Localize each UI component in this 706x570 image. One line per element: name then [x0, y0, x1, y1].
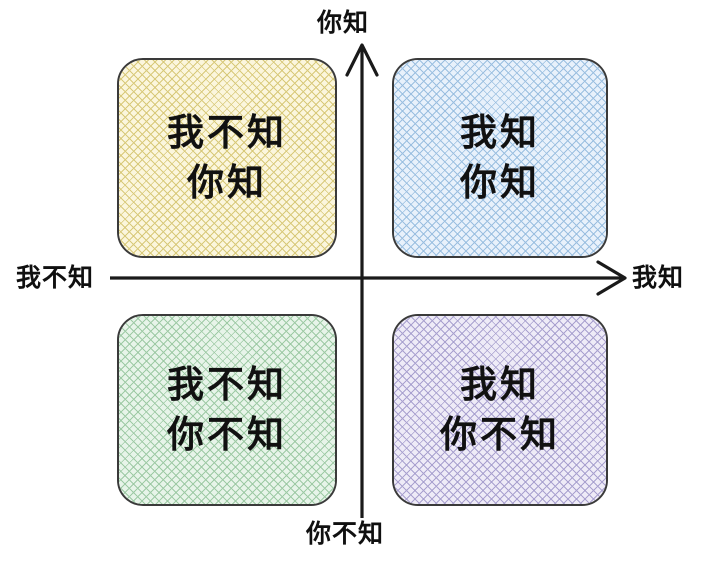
axis-label-bottom: 你不知	[305, 519, 384, 548]
quadrant-top-right[interactable]: 我知 你知	[392, 58, 608, 258]
quadrant-bottom-left-content: 我不知 你不知	[167, 360, 287, 460]
quadrant-top-left-content: 我不知 你知	[167, 108, 287, 208]
hatch-fill-bottom-right	[394, 316, 606, 504]
hatch-fill-top-right	[394, 60, 606, 256]
quadrant-top-left-line1: 我不知	[167, 111, 287, 155]
axis-label-right: 我知	[632, 263, 685, 292]
quadrant-bottom-right[interactable]: 我知 你不知	[392, 314, 608, 506]
quadrant-bottom-left-line2: 你不知	[167, 413, 287, 456]
quadrant-bottom-right-line2: 你不知	[440, 413, 560, 456]
hatch-fill-top-left	[119, 60, 335, 256]
quadrant-bottom-right-content: 我知 你不知	[440, 360, 560, 460]
quadrant-top-right-line1: 我知	[460, 111, 540, 155]
axis-label-top: 你知	[316, 8, 369, 37]
quadrant-top-right-content: 我知 你知	[460, 108, 540, 208]
quadrant-top-left[interactable]: 我不知 你知	[117, 58, 337, 258]
quadrant-bottom-right-line1: 我知	[460, 363, 540, 407]
quadrant-bottom-left-line1: 我不知	[167, 363, 287, 407]
axis-label-left: 我不知	[16, 263, 95, 292]
quadrant-top-left-line2: 你知	[187, 161, 267, 204]
hatch-fill-bottom-left	[119, 316, 335, 504]
quadrant-top-right-line2: 你知	[460, 161, 540, 204]
horizontal-axis-arrowhead	[596, 260, 627, 296]
vertical-axis-arrowhead	[345, 43, 379, 77]
quadrant-bottom-left[interactable]: 我不知 你不知	[117, 314, 337, 506]
